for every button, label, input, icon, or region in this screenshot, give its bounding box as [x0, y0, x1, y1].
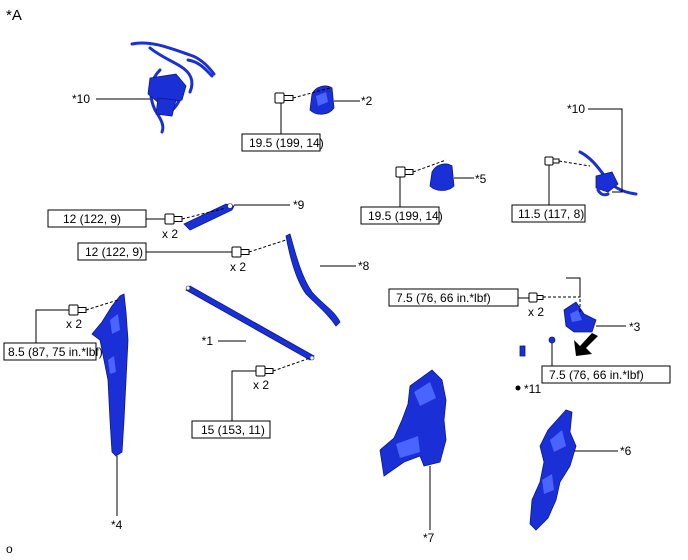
part-bracket-5	[429, 163, 455, 191]
torque-label-5: 19.5 (199, 14)	[368, 209, 443, 223]
callout-4: *4	[111, 518, 123, 532]
torque-label-3-lower: 7.5 (76, 66 in.*lbf)	[549, 368, 644, 382]
callout-9: *9	[293, 198, 305, 212]
quantity-4: x 2	[66, 317, 82, 331]
callout-7: *7	[423, 531, 435, 545]
bullet-dot-icon	[515, 385, 521, 391]
part-bracket-2	[309, 85, 335, 115]
torque-label-4: 8.5 (87, 75 in.*lbf)	[8, 345, 103, 359]
part-wire-harness-a	[130, 41, 216, 134]
callout-5: *5	[475, 172, 487, 186]
view-label: *A	[6, 7, 22, 24]
part-wire-harness-b	[578, 150, 638, 197]
bolt-icon	[274, 92, 294, 104]
bolt-icon	[68, 304, 87, 316]
quantity-8: x 2	[230, 260, 246, 274]
torque-label-1: 15 (153, 11)	[201, 423, 265, 437]
bolt-icon	[164, 213, 183, 225]
bolt-icon	[255, 365, 274, 377]
part-panel-4	[91, 293, 129, 457]
torque-label-9: 12 (122, 9)	[63, 212, 121, 226]
bolt-icon	[544, 156, 560, 166]
quantity-3: x 2	[528, 305, 544, 319]
part-bracket-7	[379, 369, 447, 477]
callout-10-right: *10	[567, 102, 585, 116]
callout-1: *1	[202, 334, 214, 348]
bolt-icon	[395, 166, 414, 178]
bolt-icon	[231, 246, 250, 258]
part-bar-1	[185, 285, 315, 361]
callout-10-harness: *10	[72, 92, 90, 106]
quantity-9: x 2	[162, 227, 178, 241]
callout-3: *3	[629, 320, 641, 334]
torque-label-3-upper: 7.5 (76, 66 in.*lbf)	[396, 291, 491, 305]
footer-mark: o	[6, 542, 13, 556]
torque-label-8: 12 (122, 9)	[85, 245, 143, 259]
callout-8: *8	[358, 259, 370, 273]
torque-label-10: 11.5 (117, 8)	[518, 207, 584, 221]
part-brace-9	[183, 203, 235, 231]
part-latch-3	[519, 301, 597, 357]
part-brace-8	[285, 233, 341, 327]
callout-2: *2	[361, 94, 373, 108]
callout-11: *11	[524, 382, 541, 396]
quantity-1: x 2	[253, 378, 269, 392]
callout-6: *6	[620, 444, 632, 458]
arrow-icon	[574, 333, 598, 356]
bolt-icon	[528, 292, 544, 303]
part-bracket-6	[529, 409, 577, 531]
torque-label-2: 19.5 (199, 14)	[249, 136, 324, 150]
